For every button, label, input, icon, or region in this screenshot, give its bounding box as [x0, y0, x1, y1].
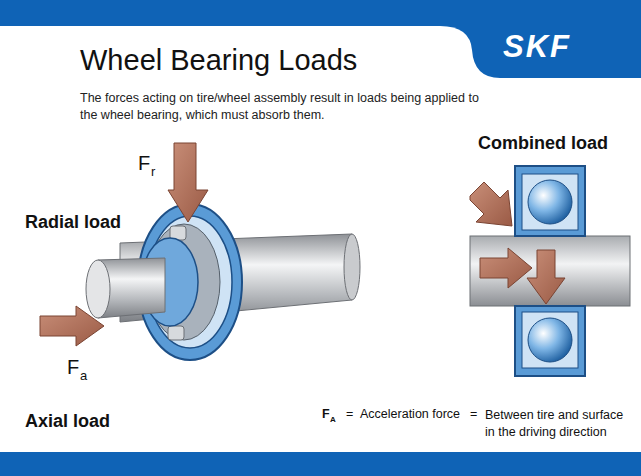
slide-title: Wheel Bearing Loads — [80, 44, 357, 77]
section-heading: Radial load — [25, 212, 121, 233]
force-symbol: F — [67, 356, 79, 379]
combined-axial-arrow — [480, 248, 532, 288]
force-symbol: F — [322, 407, 330, 421]
equals-sign: = — [346, 407, 353, 421]
combined-load-section — [470, 166, 630, 376]
combined-radial-arrow — [527, 250, 565, 304]
footer-band — [0, 452, 641, 476]
force-symbol: F — [138, 152, 150, 175]
axial-force-arrow — [40, 306, 104, 346]
legend-text: Between tire and surface in the driving … — [485, 407, 635, 441]
force-subscript: r — [151, 164, 155, 179]
equals-sign: = — [470, 407, 477, 421]
combined-diagonal-arrow — [470, 182, 512, 226]
header-panel — [0, 26, 472, 78]
section-heading: Combined load — [478, 133, 608, 154]
legend-text: Acceleration force — [360, 407, 460, 421]
shaft-with-bearing — [86, 204, 360, 360]
force-subscript: a — [80, 368, 87, 383]
brand-logo: SKF — [503, 29, 571, 65]
section-heading: Axial load — [25, 411, 110, 432]
header-band — [0, 0, 641, 78]
force-subscript: A — [330, 415, 336, 424]
radial-force-arrow — [168, 143, 208, 222]
intro-text: The forces acting on tire/wheel assembly… — [80, 90, 480, 124]
